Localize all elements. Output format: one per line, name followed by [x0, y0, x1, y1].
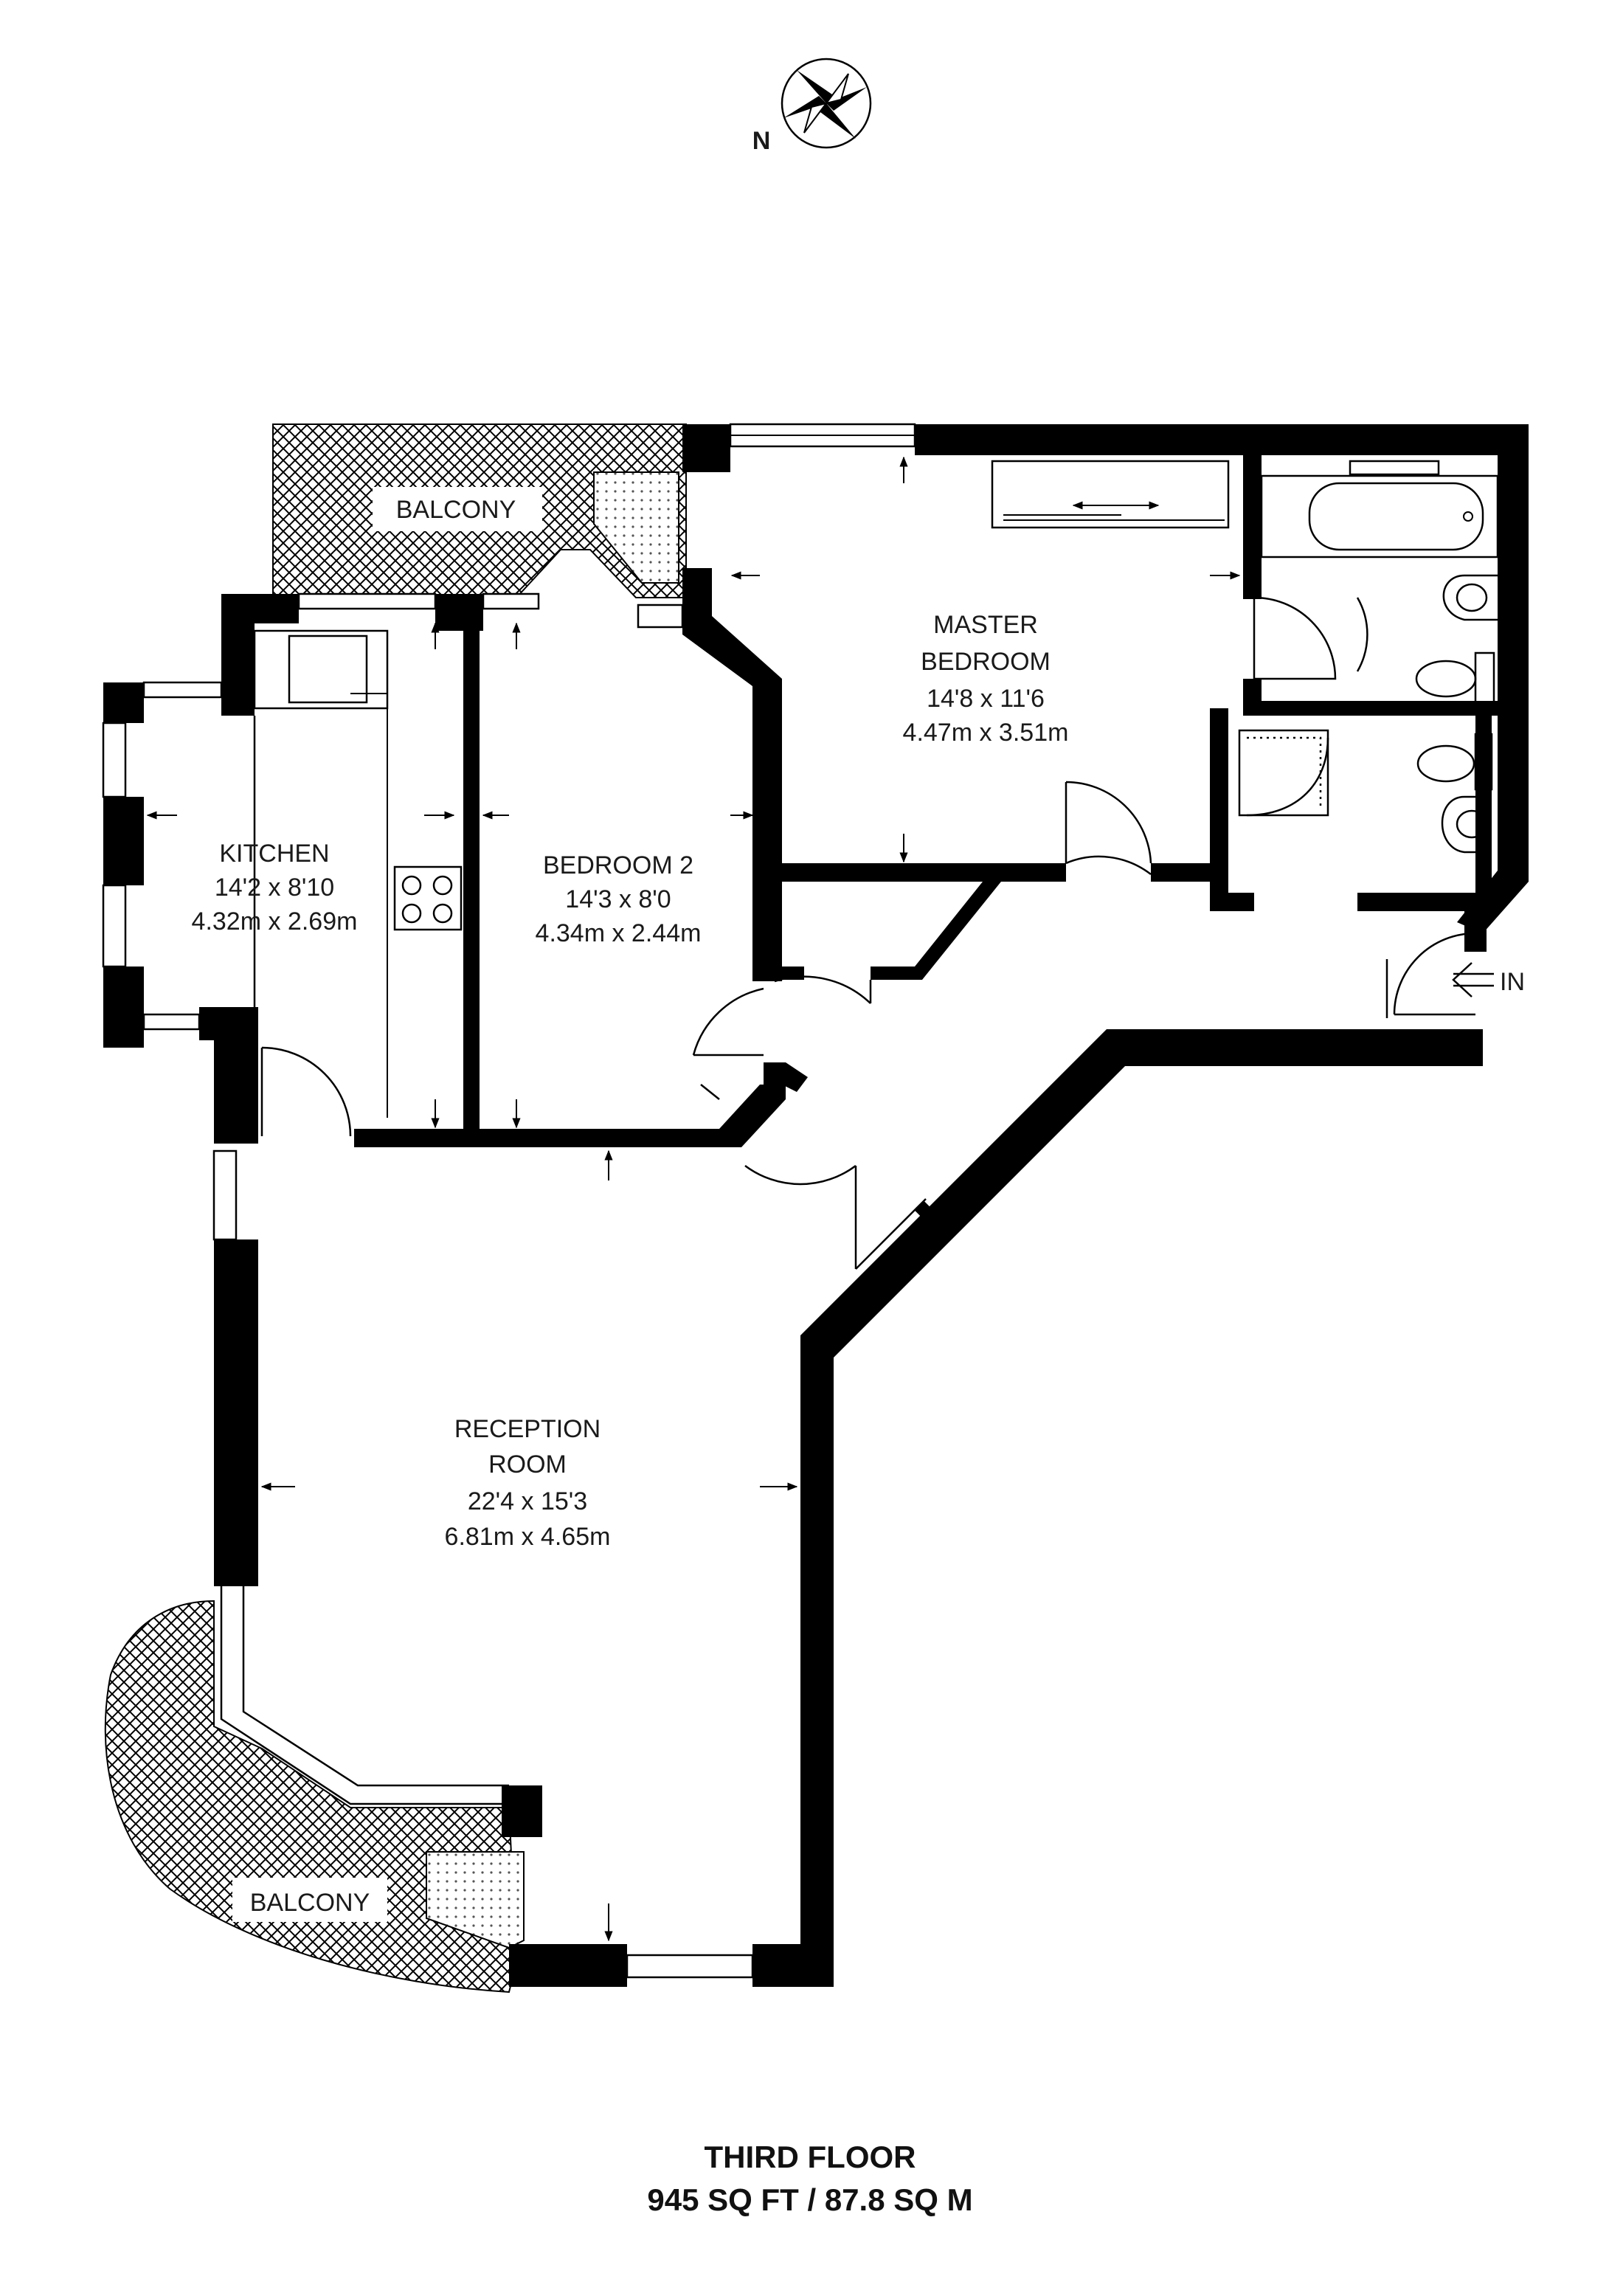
kitchen-metric: 4.32m x 2.69m — [192, 907, 358, 936]
reception-metric: 6.81m x 4.65m — [445, 1523, 611, 1551]
bedroom2-metric: 4.34m x 2.44m — [536, 919, 702, 947]
hob-icon — [393, 865, 463, 931]
balcony-top-label-bg — [373, 487, 542, 531]
toilet-icon — [1415, 651, 1495, 706]
balcony-bottom-label: BALCONY — [250, 1889, 370, 1917]
wardrobe — [991, 460, 1230, 529]
kitchen-name: KITCHEN — [219, 840, 329, 868]
basin2-icon — [1441, 795, 1490, 854]
master-bedroom-imperial: 14'8 x 11'6 — [927, 685, 1045, 713]
kitchen-imperial: 14'2 x 8'10 — [215, 874, 334, 902]
entrance-arrow-icon — [1452, 962, 1494, 997]
master-bedroom-name2: BEDROOM — [921, 648, 1051, 676]
dimension-arrows — [146, 456, 1241, 1942]
reception-name2: ROOM — [488, 1450, 567, 1479]
reception-bay-window — [220, 1586, 516, 1805]
entrance-label: IN — [1500, 968, 1525, 996]
toilet2-icon — [1416, 733, 1493, 791]
balcony-bottom-area — [104, 1600, 518, 1994]
basin-icon — [1442, 574, 1498, 621]
floor-area: 945 SQ FT / 87.8 SQ M — [647, 2182, 972, 2217]
master-bedroom-name1: MASTER — [933, 611, 1038, 639]
window-frames — [102, 423, 1440, 1979]
master-bedroom-metric: 4.47m x 3.51m — [903, 719, 1069, 747]
kitchen-counter — [253, 629, 389, 1118]
walls — [103, 424, 1529, 1987]
balcony-bottom-label-bg — [232, 1878, 387, 1922]
bathtub-icon — [1260, 474, 1499, 559]
floor-name: THIRD FLOOR — [705, 2140, 916, 2174]
bedroom2-imperial: 14'3 x 8'0 — [565, 885, 671, 913]
doors — [260, 596, 1476, 1270]
balcony-top-step — [593, 471, 679, 584]
north-label: N — [752, 127, 771, 155]
reception-imperial: 22'4 x 15'3 — [468, 1487, 587, 1515]
reception-name1: RECEPTION — [454, 1415, 601, 1443]
shower-icon — [1238, 729, 1329, 817]
compass-icon — [781, 58, 872, 149]
bedroom2-name: BEDROOM 2 — [543, 851, 693, 879]
balcony-top-label: BALCONY — [396, 496, 516, 524]
